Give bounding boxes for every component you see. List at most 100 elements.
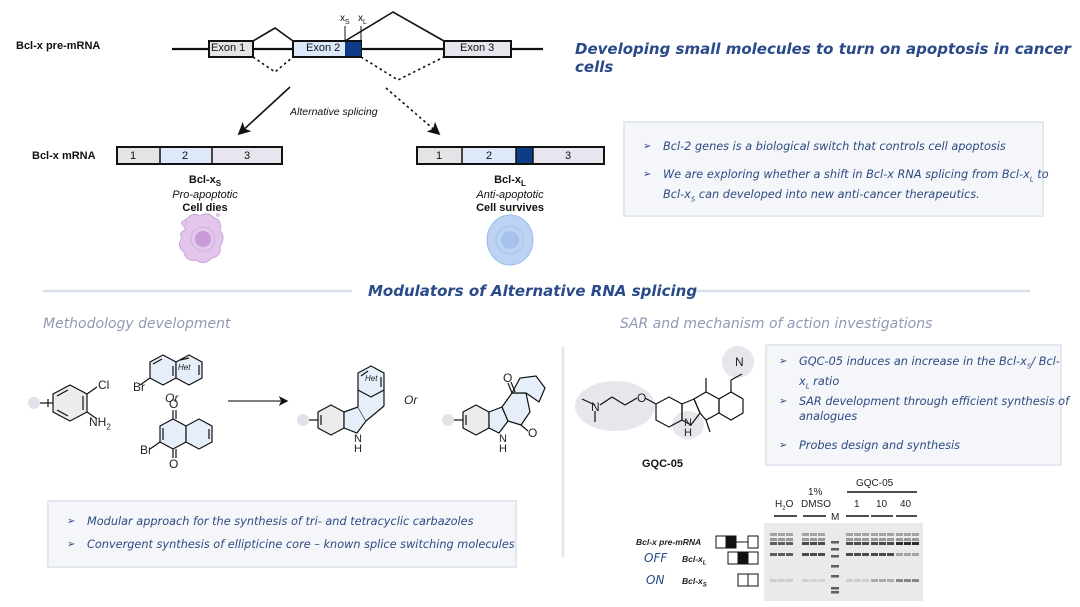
gqc-pyridine-n-label: N [735,355,744,369]
gel-band [786,579,793,582]
methodology-bullet-1: ➢ Modular approach for the synthesis of … [67,515,474,528]
gel-band [818,542,825,545]
gel-band [846,553,853,556]
chem-o-label-quinone-bottom: O [528,426,538,440]
gel-band [770,533,777,536]
exon-3-label: Exon 3 [460,42,495,54]
row-label-on: ON [646,573,665,587]
gel-band [879,553,886,556]
gel-band [862,533,869,536]
gel-band [802,579,809,582]
row-label-off: OFF [644,551,668,565]
gel-band [871,579,878,582]
row-label-bcl-xl: Bcl-xL [682,554,707,567]
exon-1-box [208,40,254,58]
long-seg-1: 1 [436,150,443,162]
gel-band [887,579,894,582]
gel-band [871,553,878,556]
gel-band [778,553,785,556]
gel-band [846,579,853,582]
gel-band [846,533,853,536]
methodology-bullet-2: ➢ Convergent synthesis of ellipticine co… [67,538,515,551]
splice-dotted-1 [252,56,294,74]
gel-band [904,579,911,582]
gel-band [810,553,817,556]
gel-band [786,538,793,541]
gel-band [879,533,886,536]
benzocarbazole-product-structure [297,365,385,436]
gel-band [802,553,809,556]
gel-band [854,553,861,556]
compound-name: GQC-05 [642,458,683,470]
sar-panel: ➢ GQC-05 induces an increase in the Bcl-… [765,344,1069,466]
chem-cl-label: Cl [98,378,110,392]
gel-band [802,542,809,545]
gel-band [770,579,777,582]
gel-band [770,553,777,556]
gel-treatment-header: GQC-05 [856,478,894,489]
gel-band [818,579,825,582]
gel-band [770,538,777,541]
gel-band [778,538,785,541]
bromonaphthoquinone-structure [149,410,213,458]
chem-nh2-label: NH2 [89,415,111,432]
lane-label-dmso: DMSO [801,499,831,510]
gel-band [887,533,894,536]
mrna-short-bar [116,146,283,165]
methodology-panel: ➢ Modular approach for the synthesis of … [47,500,517,568]
lane-label-1: 1 [854,499,860,510]
sar-bullet-1: ➢ GQC-05 induces an increase in the Bcl-… [779,355,1060,391]
section-title: Modulators of Alternative RNA splicing [368,282,698,300]
gel-band [854,533,861,536]
gel-band [810,538,817,541]
gel-band [896,538,903,541]
splice-dotted-2 [360,56,445,81]
gel-band [896,553,903,556]
bcl-xs-schematic [737,573,759,587]
arrow-to-long-isoform [385,87,441,136]
chem-het-label-2: Het [365,374,378,383]
gel-band [904,533,911,536]
gel-band [786,553,793,556]
gel-band [786,533,793,536]
gel-band [887,553,894,556]
lane-label-dmso-pct: 1% [808,487,823,498]
gel-band [786,542,793,545]
gel-band [912,553,919,556]
gel-band [887,538,894,541]
gel-band [862,542,869,545]
chem-o-label-quinone-top: O [503,371,513,385]
gel-band [778,579,785,582]
long-isoform-role: Anti-apoptotic [476,189,544,202]
gel-band [846,542,853,545]
chem-het-label-1: Het [178,363,191,372]
bromonaphthalene-structure [139,354,203,386]
gel-band [802,538,809,541]
gel-band [854,579,861,582]
mrna-label: Bcl-x mRNA [32,150,96,162]
bcl-xl-schematic [727,551,759,565]
arrow-to-short-isoform [237,86,291,136]
gel-band [887,542,894,545]
gel-band [818,533,825,536]
pre-mrna-schematic [715,535,759,549]
lane-label-h2o: H2O [775,499,794,512]
gel-band [810,542,817,545]
bullet-arrow-icon: ➢ [643,169,652,180]
right-subtitle: SAR and mechanism of action investigatio… [620,316,933,332]
gel-band [778,542,785,545]
gel-band [896,542,903,545]
short-seg-1: 1 [130,150,137,162]
long-isoform-info: Bcl-xL Anti-apoptotic Cell survives [445,174,575,214]
apoptotic-cell-icon [178,213,224,264]
long-seg-2: 2 [486,150,493,162]
chem-br-label-1: Br [133,380,145,394]
gel-band [896,533,903,536]
bullet-arrow-icon: ➢ [779,396,788,407]
gel-band [810,579,817,582]
gel-band [871,542,878,545]
surviving-cell-icon [486,214,534,266]
bullet-arrow-icon: ➢ [643,141,652,152]
left-subtitle: Methodology development [43,316,231,332]
